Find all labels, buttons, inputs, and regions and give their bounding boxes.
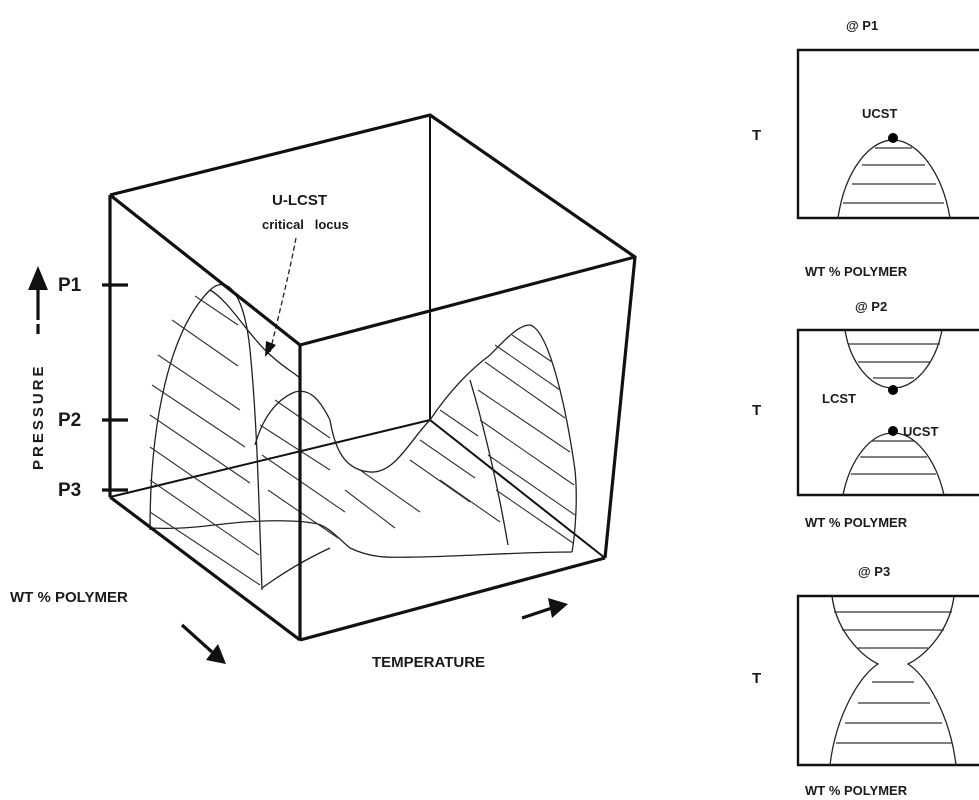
panel-p2-lcst-point (888, 385, 898, 395)
panel-p1-x-label: WT % POLYMER (805, 264, 908, 279)
panel-p2-y-label: T (752, 402, 761, 419)
panel-p2: @ P2 T LCST UCST WT % POLYMER (752, 299, 979, 530)
composition-axis-label: WT % POLYMER (10, 589, 128, 606)
pressure-level-p1: P1 (58, 275, 82, 296)
pressure-level-p3: P3 (58, 480, 81, 501)
pressure-level-p2: P2 (58, 410, 81, 431)
panel-p2-x-label: WT % POLYMER (805, 515, 908, 530)
panel-p2-ucst-label: UCST (903, 424, 938, 439)
panel-p3-frame (796, 594, 979, 767)
pressure-arrow (28, 266, 48, 334)
critical-locus-label-2: critical locus (262, 217, 349, 232)
panel-p2-ucst-point (888, 426, 898, 436)
panel-p3: @ P3 T WT % POLYMER (752, 564, 979, 798)
panel-p2-lcst-label: LCST (822, 391, 856, 406)
hatch-left (149, 295, 346, 586)
temperature-arrow (521, 598, 568, 620)
main-3d-diagram: PRESSURE P1 P2 P3 WT % POLYMER TEMPERATU… (10, 113, 637, 671)
panel-p1-frame (796, 48, 979, 220)
temperature-axis-label: TEMPERATURE (372, 654, 485, 671)
panel-p3-x-label: WT % POLYMER (805, 783, 908, 798)
panel-p1-ucst-point (888, 133, 898, 143)
panel-p1-y-label: T (752, 127, 761, 144)
box-hidden-edges (109, 115, 606, 559)
critical-locus-pointer (265, 237, 297, 357)
panel-p2-title: @ P2 (855, 299, 887, 314)
panel-p1-title: @ P1 (846, 18, 878, 33)
composition-arrow (180, 623, 226, 664)
pressure-ticks (102, 283, 128, 492)
pressure-axis-label: PRESSURE (30, 363, 47, 470)
panel-p1: @ P1 T UCST WT % POLYMER (752, 18, 979, 279)
panel-p1-ucst-label: UCST (862, 106, 897, 121)
critical-locus-label-1: U-LCST (272, 192, 327, 209)
panel-p3-y-label: T (752, 670, 761, 687)
panel-p3-title: @ P3 (858, 564, 890, 579)
hatch-right (344, 334, 576, 544)
panel-p2-frame (796, 328, 979, 497)
box-outer-edges (108, 113, 637, 642)
phase-surface (149, 283, 577, 591)
